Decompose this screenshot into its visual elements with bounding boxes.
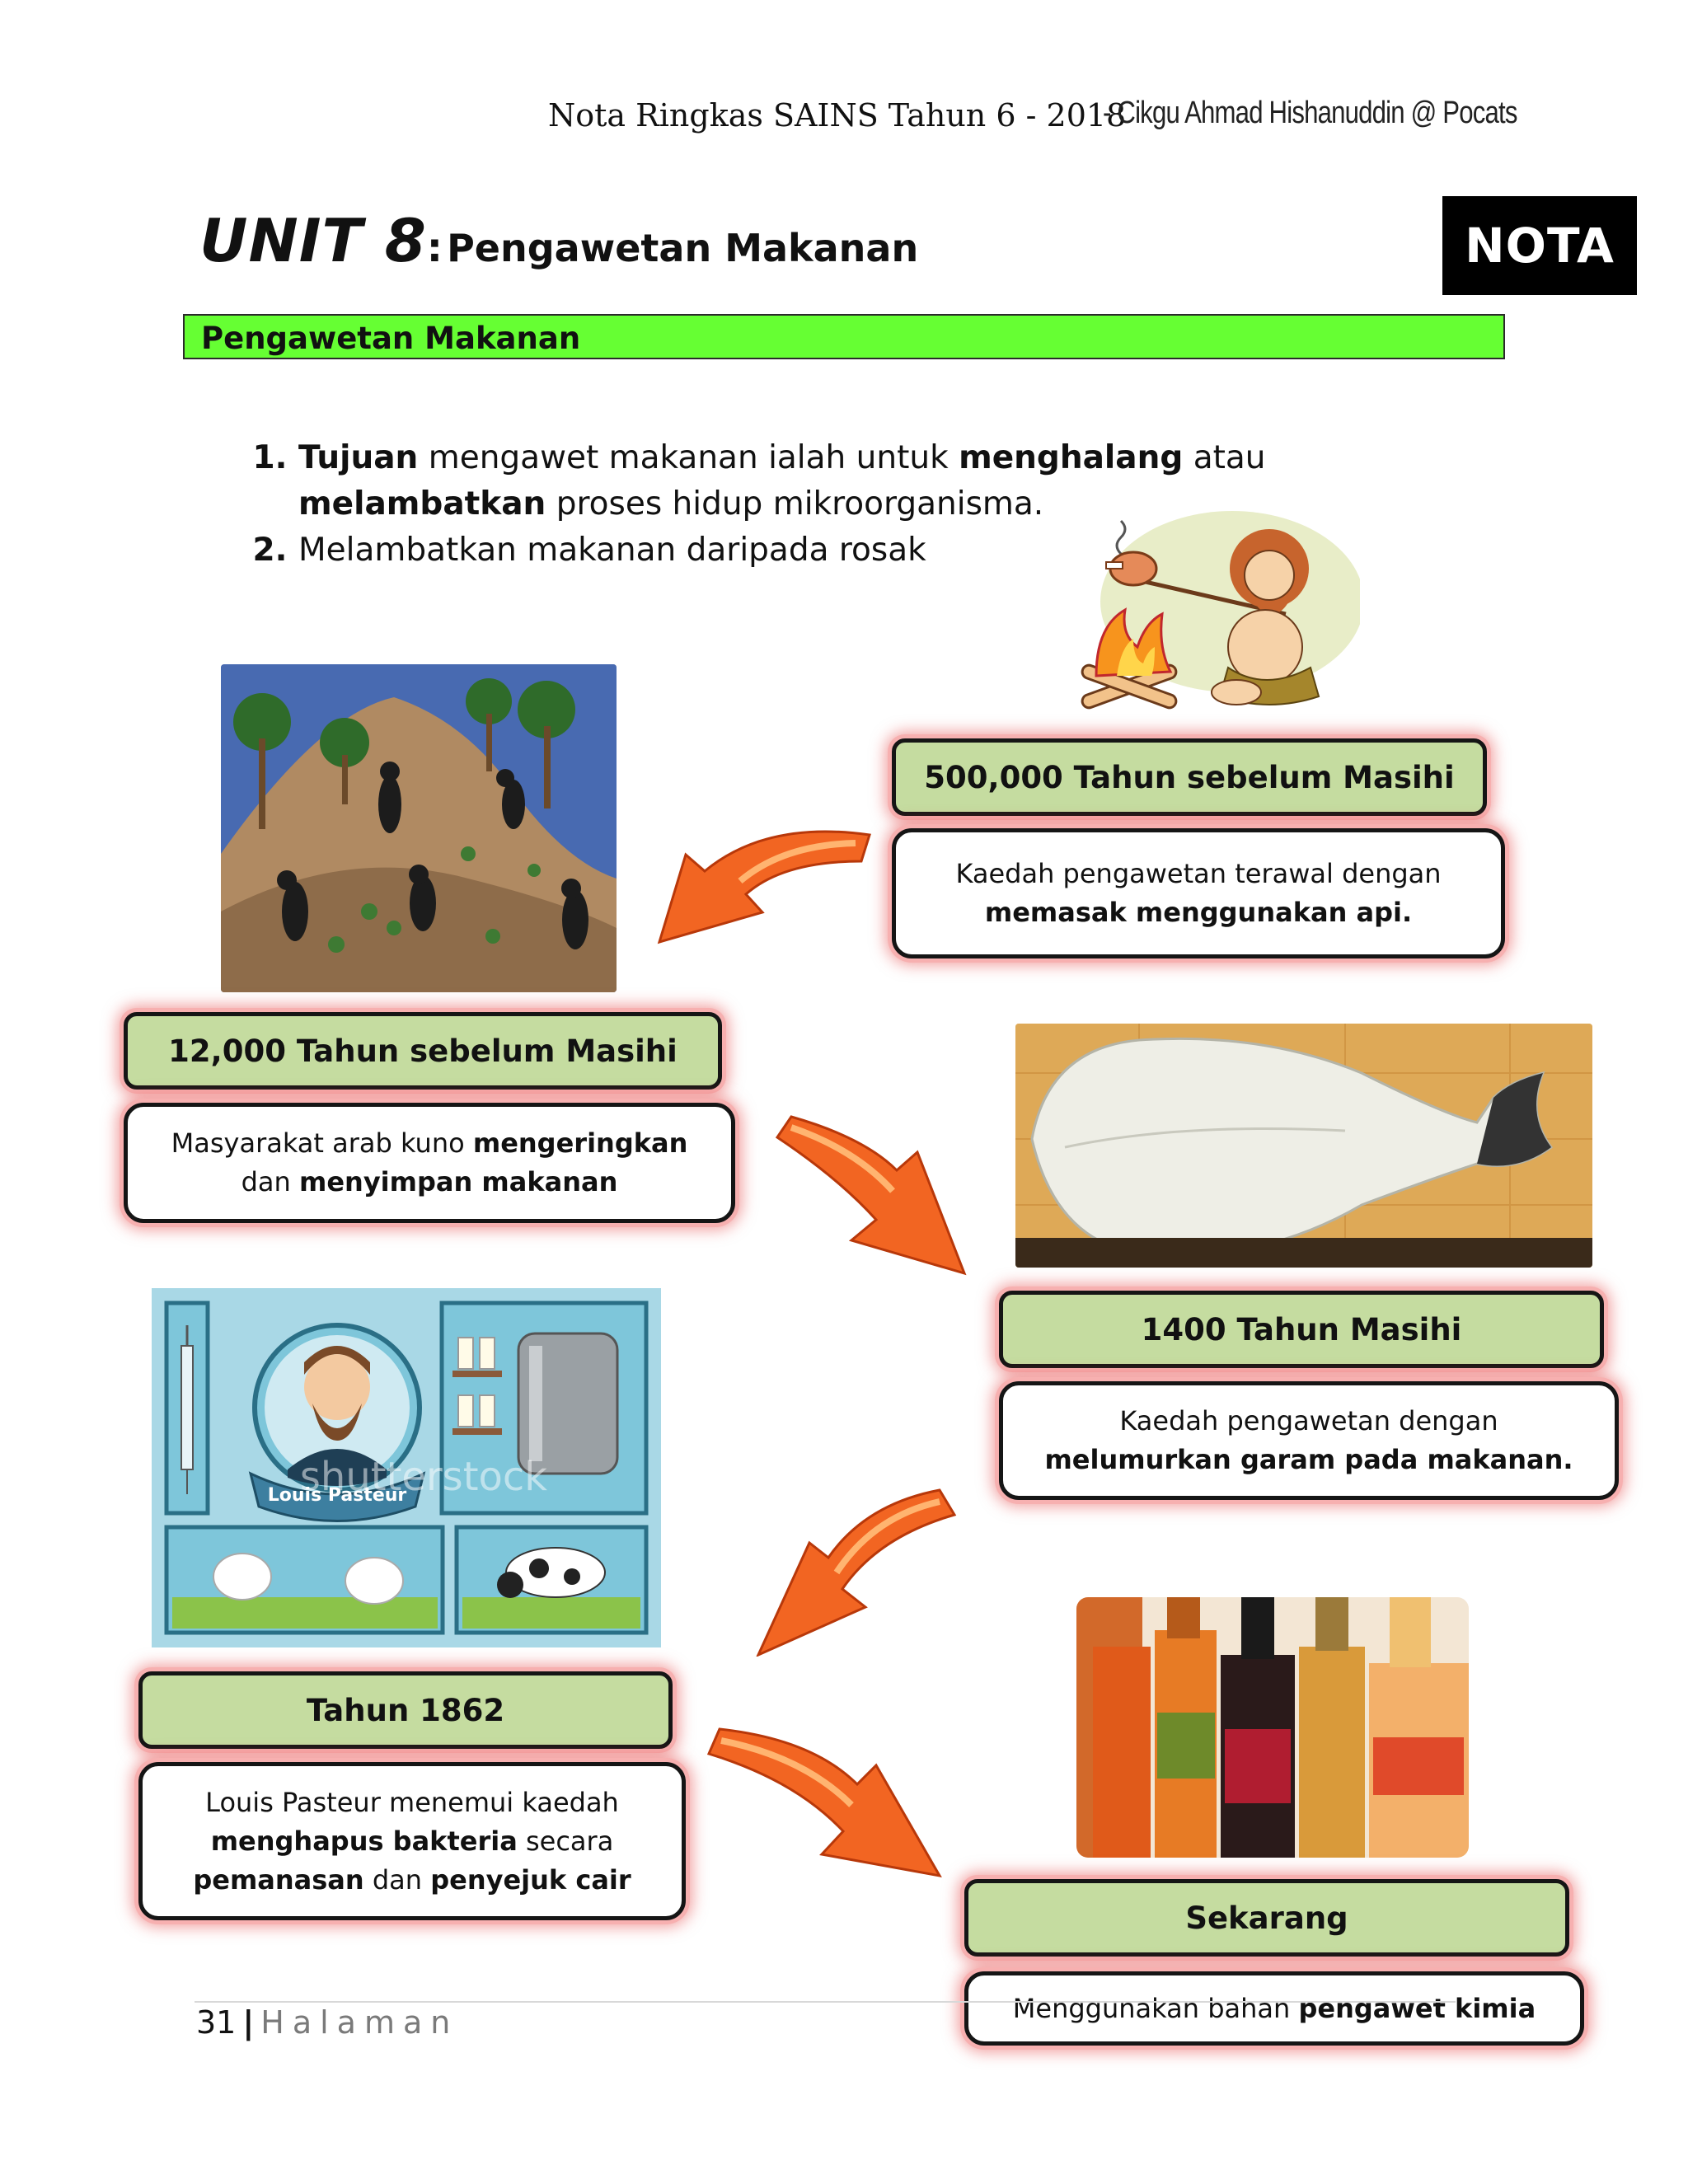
arrow-3 [756, 1488, 957, 1657]
points-ordered-list: Tujuan mengawet makanan ialah untuk meng… [247, 435, 1500, 574]
section-header-bar: Pengawetan Makanan [183, 314, 1505, 359]
point-item: Tujuan mengawet makanan ialah untuk meng… [298, 435, 1500, 527]
text-run: Masyarakat arab kuno [171, 1127, 473, 1159]
watermark-text: shutterstock [300, 1454, 547, 1500]
text-run: Melambatkan makanan daripada rosak [298, 532, 926, 569]
page-number: 31 [196, 2004, 237, 2041]
ancient-farming-painting [221, 664, 617, 992]
footer-divider [195, 2001, 1456, 2003]
timeline-label-4-text: Tahun 1862 [306, 1692, 505, 1728]
bold-text: melumurkan garam pada makanan. [1044, 1444, 1573, 1475]
dried-salted-fish-photo [1015, 1024, 1592, 1268]
bold-text: melambatkan [298, 485, 546, 523]
timeline-label-1-text: 500,000 Tahun sebelum Masihi [924, 759, 1455, 795]
header-title: Nota Ringkas SAINS Tahun 6 - 2018 [548, 97, 1127, 134]
desc-line: Kaedah pengawetan dengan [1119, 1402, 1498, 1441]
timeline-label-4: Tahun 1862 [138, 1671, 673, 1749]
unit-number: UNIT 8 [199, 206, 427, 275]
timeline-desc-1: Kaedah pengawetan terawal dengan memasak … [892, 828, 1505, 958]
desc-line: Masyarakat arab kuno mengeringkan [171, 1124, 688, 1163]
timeline-desc-5: Menggunakan bahan pengawet kimia [964, 1971, 1584, 2046]
timeline-desc-3: Kaedah pengawetan dengan melumurkan garam… [999, 1381, 1619, 1500]
text-run: Louis Pasteur menemui kaedah [205, 1786, 619, 1818]
louis-pasteur-illustration: Louis Pasteur shutterstock [152, 1288, 661, 1647]
unit-colon: : [426, 225, 443, 271]
timeline-label-5-text: Sekarang [1185, 1900, 1348, 1936]
text-run: atau [1183, 439, 1266, 476]
desc-line: dan menyimpan makanan [241, 1163, 618, 1202]
text-run: Menggunakan bahan [1012, 1992, 1299, 2024]
bold-text: menghapus bakteria [210, 1825, 518, 1857]
bold-text: menghalang [959, 439, 1184, 476]
text-run: mengawet makanan ialah untuk [418, 439, 959, 476]
bold-text: pengawet kimia [1298, 1992, 1536, 2024]
timeline-desc-4: Louis Pasteur menemui kaedah menghapus ba… [138, 1762, 686, 1920]
timeline-label-2-text: 12,000 Tahun sebelum Masihi [168, 1033, 678, 1069]
header-author: - Cikgu Ahmad Hishanuddin @ Pocats [1103, 96, 1517, 130]
unit-title: UNIT 8: Pengawetan Makanan [199, 206, 918, 275]
text-run: Kaedah pengawetan dengan [1119, 1405, 1498, 1436]
text-run: dan [363, 1863, 431, 1896]
arrow-1 [657, 830, 871, 944]
bold-text: mengeringkan [472, 1127, 688, 1159]
footer-separator: | [242, 2004, 255, 2041]
text-run: dan [241, 1166, 299, 1197]
bold-text: menyimpan makanan [298, 1166, 618, 1197]
desc-line: memasak menggunakan api. [985, 893, 1412, 932]
bold-text: memasak menggunakan api. [984, 897, 1413, 928]
timeline-label-2: 12,000 Tahun sebelum Masihi [124, 1012, 722, 1090]
bold-text: pemanasan [193, 1863, 364, 1896]
unit-name: Pengawetan Makanan [447, 226, 919, 270]
pasteur-banner-text: Louis Pasteur [268, 1485, 407, 1506]
desc-line: Menggunakan bahan pengawet kimia [1013, 1990, 1536, 2028]
text-run: Kaedah pengawetan terawal dengan [955, 858, 1442, 889]
point-item: Melambatkan makanan daripada rosak [298, 527, 1500, 574]
desc-line: pemanasan dan penyejuk cair [193, 1861, 631, 1900]
text-run: secara [517, 1825, 614, 1857]
timeline-label-5: Sekarang [964, 1879, 1569, 1957]
timeline-label-3-text: 1400 Tahun Masihi [1141, 1311, 1462, 1347]
desc-line: Louis Pasteur menemui kaedah [205, 1783, 619, 1822]
timeline-label-3: 1400 Tahun Masihi [999, 1291, 1604, 1368]
arrow-2 [775, 1115, 967, 1276]
section-title: Pengawetan Makanan [201, 321, 581, 356]
text-run: proses hidup mikroorganisma. [546, 485, 1044, 523]
bold-text: penyejuk cair [430, 1863, 631, 1896]
bold-text: Tujuan [298, 439, 419, 476]
desc-line: melumurkan garam pada makanan. [1044, 1441, 1573, 1479]
preserved-bottles-photo [1076, 1597, 1469, 1858]
footer: 31|Halaman [196, 2004, 458, 2041]
caveman-cooking-illustration [1081, 511, 1360, 710]
points-list: Tujuan mengawet makanan ialah untuk meng… [247, 435, 1500, 574]
desc-line: menghapus bakteria secara [211, 1822, 614, 1861]
nota-badge: NOTA [1442, 196, 1637, 295]
desc-line: Kaedah pengawetan terawal dengan [955, 855, 1441, 893]
timeline-label-1: 500,000 Tahun sebelum Masihi [892, 738, 1487, 816]
page-word: Halaman [260, 2004, 459, 2041]
arrow-4 [706, 1727, 942, 1878]
